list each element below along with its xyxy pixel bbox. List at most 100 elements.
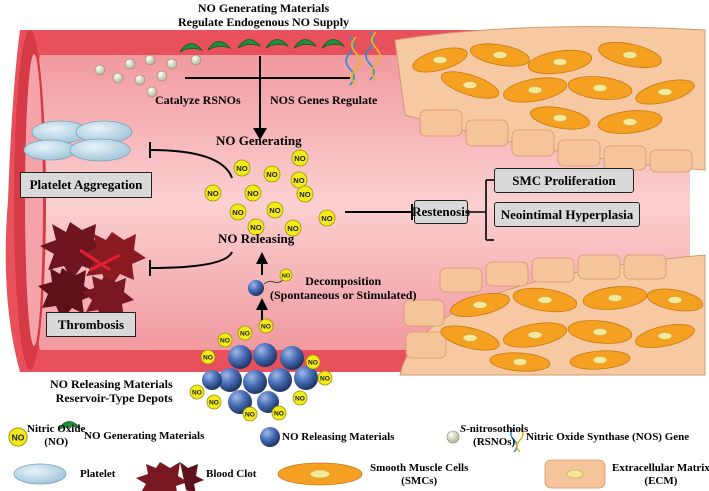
upper-wall-tissue (394, 26, 706, 173)
no-molecule-label: NO (308, 360, 318, 367)
legend-generating-label: NO Generating Materials (84, 430, 205, 442)
no-molecule: NO (206, 394, 222, 410)
legend-no-label: Nitric Oxide (NO) (27, 423, 85, 448)
lower-wall-tissue (399, 254, 706, 376)
legend-rsno-line2: (RSNOs) (473, 435, 516, 448)
no-molecule: NO (317, 370, 333, 386)
top-caption-line1: NO Generating Materials (197, 1, 330, 15)
no-molecule-label: NO (203, 355, 213, 362)
restenosis-box: Restenosis (412, 200, 470, 224)
blood-clot (38, 222, 146, 322)
no-molecule-label: NO (299, 190, 310, 199)
no-molecule-label: NO (269, 206, 280, 215)
no-molecule: NO (244, 184, 262, 202)
top-caption-line2: Regulate Endogenous NO Supply (178, 14, 350, 29)
reservoir-line1: NO Releasing Materials (50, 377, 173, 391)
inhibition-lines (149, 142, 413, 276)
no-molecule-label: NO (266, 170, 277, 179)
decomposing-depot (248, 280, 264, 296)
release-arrow-head-2 (256, 252, 268, 264)
no-molecule-label: NO (287, 224, 298, 233)
no-molecule-label: NO (247, 189, 258, 198)
no-molecule: NO (284, 219, 302, 237)
no-molecule-label: NO (321, 214, 332, 223)
vessel-opening-inner (25, 54, 43, 346)
no-molecule-label: NO (320, 376, 330, 383)
legend-rsno-label: S-nitrosothiols (RSNOs) (460, 423, 528, 448)
no-molecule: NO (266, 201, 284, 219)
no-molecule-label: NO (240, 331, 250, 338)
decomposition-tail (263, 278, 285, 285)
no-molecule-label: NO (232, 208, 243, 217)
reservoir-line2: Reservoir-Type Depots (55, 390, 173, 405)
reservoir-depot-cluster (202, 343, 318, 414)
no-molecule-label: NO (209, 400, 219, 407)
legend-no-molecule: NO (8, 427, 28, 447)
no-molecule: NO (189, 384, 205, 400)
no-molecule-label: NO (236, 164, 247, 173)
legend-ecm-line1: Extracellular Matrix (612, 462, 709, 474)
no-molecule: NO (271, 405, 287, 421)
legend-no-line2: (NO) (44, 435, 69, 448)
no-molecule-label: NO (250, 223, 261, 232)
no-molecule: NO (279, 268, 293, 282)
legend-graphics (8, 421, 606, 491)
platelet-cluster (23, 120, 133, 162)
decomposition-line2: (Spontaneous or Stimulated) (270, 287, 417, 302)
legend-smc-line1: Smooth Muscle Cells (370, 462, 469, 474)
legend-nos-label: Nitric Oxide Synthase (NOS) Gene (526, 431, 690, 443)
no-molecule-label: NO (207, 189, 218, 198)
rsno-pearls (94, 54, 202, 98)
no-molecule-label: NO (261, 324, 271, 331)
no-molecule-label: NO (220, 338, 230, 345)
nos-gene-strands (345, 31, 381, 86)
no-molecule: NO (258, 318, 274, 334)
catalyze-label: Catalyze RSNOs (155, 93, 241, 107)
generation-flow-lines (185, 56, 350, 130)
no-molecules: NO NO NO NO NO NO NO NO NO NO NO NO NO NO NO NO NO NO NO NO… (8, 149, 336, 447)
reservoir-label: NO Releasing Materials Reservoir-Type De… (50, 377, 173, 406)
no-molecule: NO (296, 185, 314, 203)
legend-platelet-label: Platelet (80, 468, 116, 480)
platelet-aggregation-box: Platelet Aggregation (20, 172, 152, 198)
no-molecule: NO (233, 159, 251, 177)
generation-arrow-head (253, 128, 267, 140)
legend-smc-label: Smooth Muscle Cells (SMCs) (370, 462, 468, 487)
no-molecule: NO (204, 184, 222, 202)
no-generating-label: NO Generating (216, 133, 302, 148)
legend-no-line1: Nitric Oxide (27, 423, 86, 435)
no-molecule: NO (237, 325, 253, 341)
no-molecule-label: NO (192, 390, 202, 397)
top-caption: NO Generating Materials Regulate Endogen… (178, 1, 350, 30)
legend-rsno-line1: S-nitrosothiols (460, 423, 528, 436)
legend-rsno-italic: S (460, 423, 467, 435)
legend-rsno-rest: -nitrosothiols (466, 423, 529, 435)
release-arrow-head-1 (256, 298, 268, 310)
thrombosis-box: Thrombosis (46, 312, 136, 337)
legend-releasing-label: NO Releasing Materials (282, 431, 395, 443)
legend-ecm-line2: (ECM) (644, 474, 678, 487)
no-molecule-label: NO (282, 273, 291, 279)
no-molecule: NO (229, 203, 247, 221)
legend-clot-label: Blood Clot (206, 468, 257, 480)
decomposition-label: Decomposition (Spontaneous or Stimulated… (270, 274, 417, 303)
no-molecule-label: NO (245, 412, 255, 419)
no-molecule: NO (217, 332, 233, 348)
restenosis-branch-lines (468, 179, 494, 241)
neointimal-hyperplasia-box: Neointimal Hyperplasia (494, 202, 640, 227)
legend-smc-line2: (SMCs) (401, 474, 438, 487)
no-molecule: NO (292, 390, 308, 406)
no-molecule: NO (305, 354, 321, 370)
legend-ecm-label: Extracellular Matrix (ECM) (612, 462, 709, 487)
no-molecule: NO (263, 165, 281, 183)
no-molecule-label: NO (295, 396, 305, 403)
no-molecule-label: NO (274, 411, 284, 418)
no-molecule: NO (290, 171, 308, 189)
smc-proliferation-box: SMC Proliferation (494, 168, 634, 193)
no-molecule: NO (291, 149, 309, 167)
no-molecule: NO (242, 406, 258, 422)
decomposition-line1: Decomposition (305, 274, 382, 288)
nos-regulate-label: NOS Genes Regulate (270, 93, 378, 107)
